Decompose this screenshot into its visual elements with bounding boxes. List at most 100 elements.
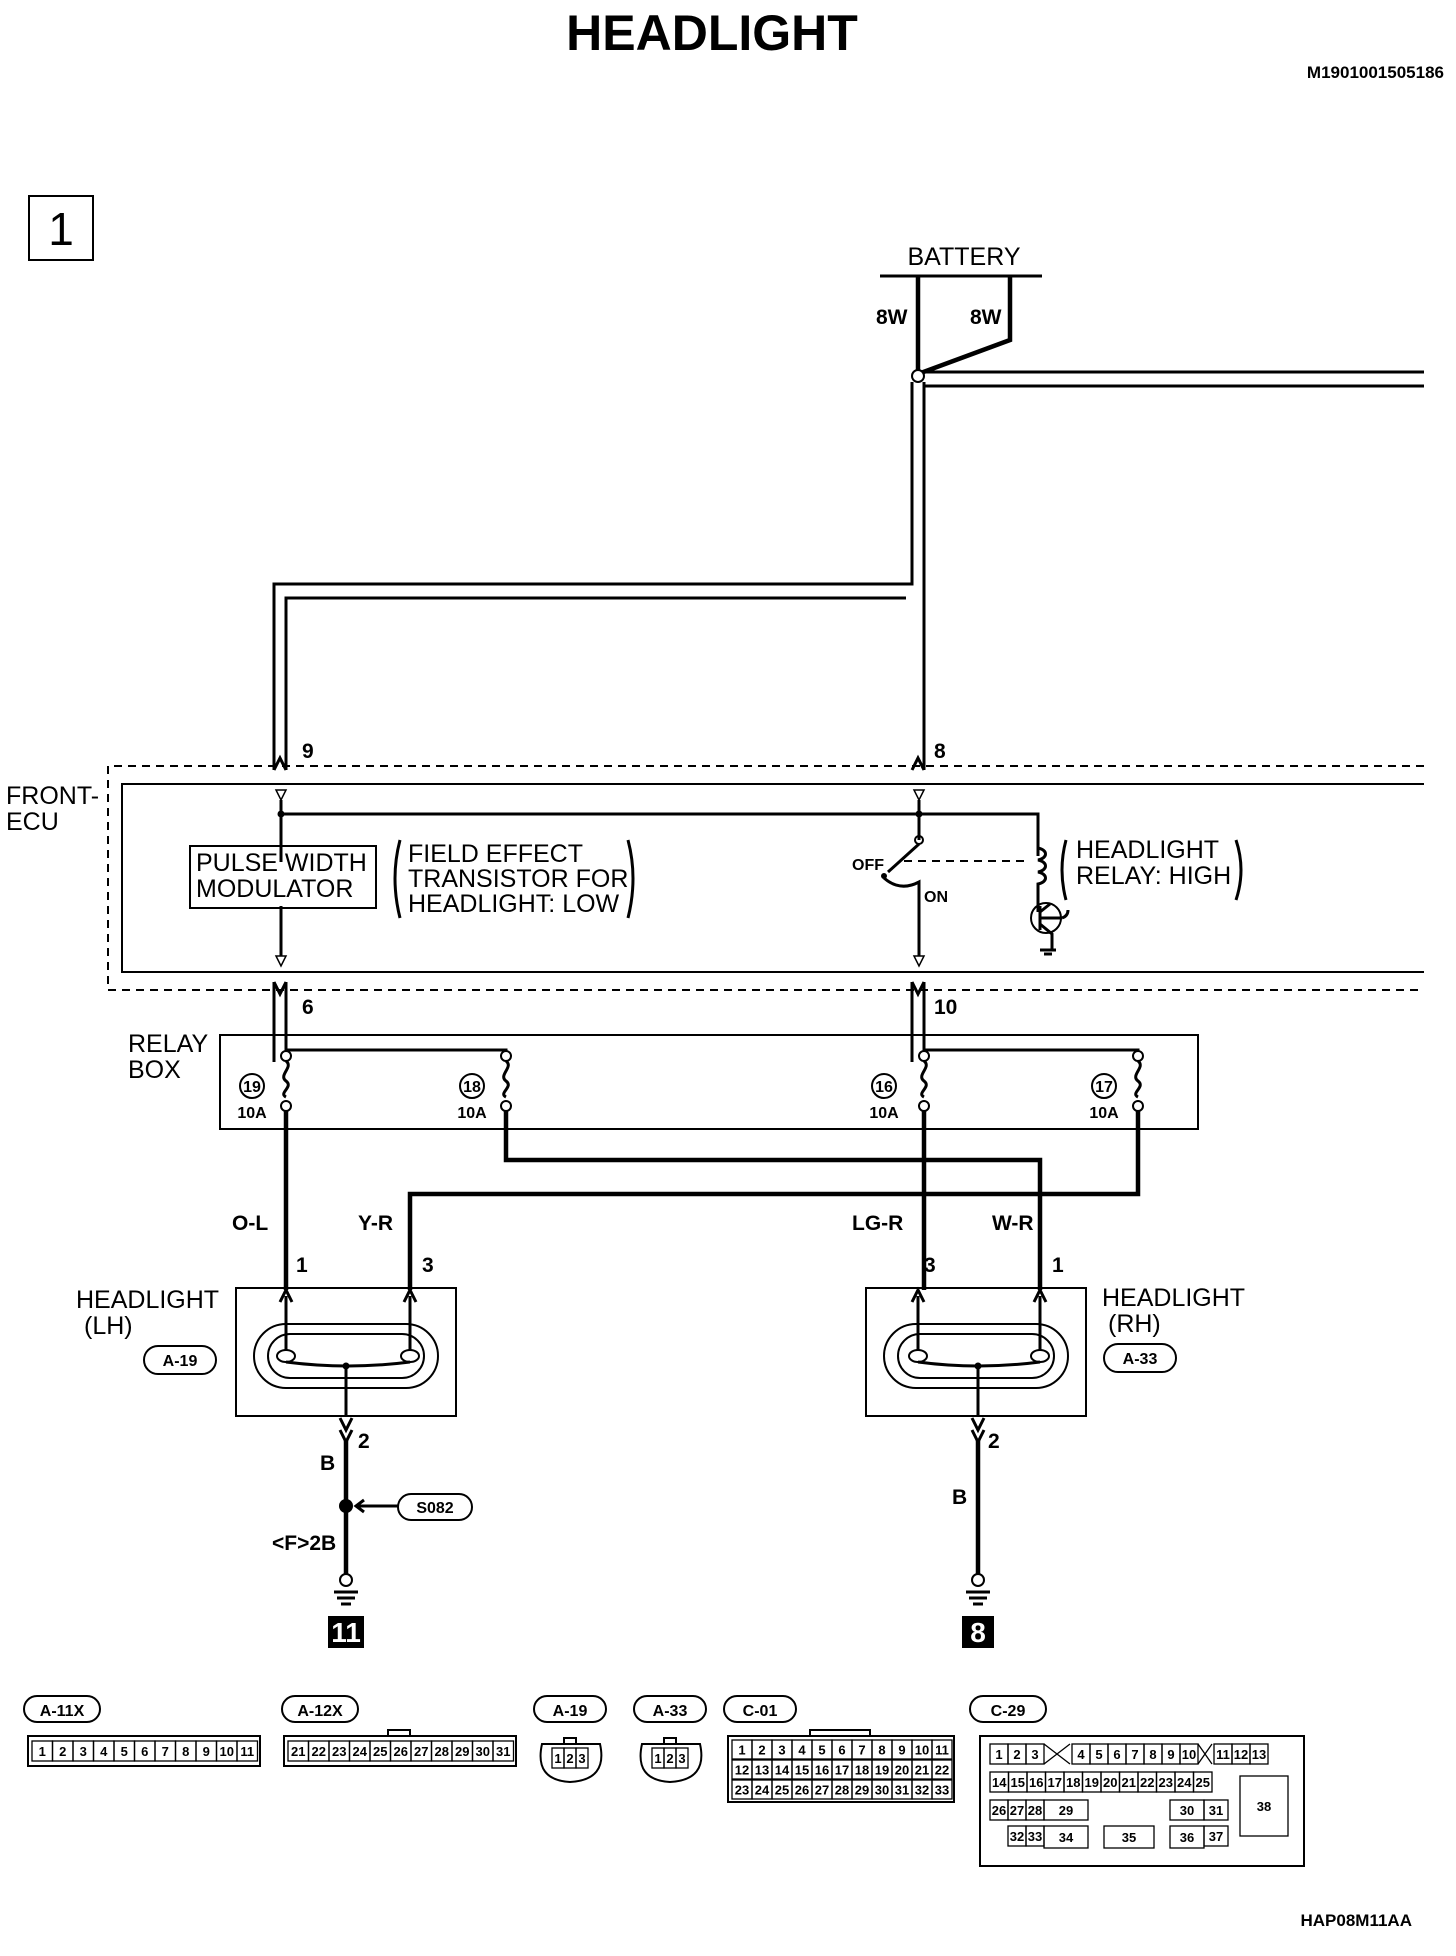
pin-number: 12: [1234, 1747, 1248, 1762]
headlight-lh-pin-ground: 2: [358, 1430, 370, 1453]
pin-number: 2: [666, 1751, 673, 1766]
pin-number: 25: [1196, 1775, 1210, 1790]
pin-number: 16: [815, 1763, 829, 1778]
pin-number: 29: [455, 1744, 469, 1759]
pin-number: 28: [1028, 1803, 1042, 1818]
fuse-16: 16 10A: [869, 1050, 930, 1122]
pin-number: 3: [678, 1751, 685, 1766]
pin-number: 3: [578, 1751, 585, 1766]
pin-number: 11: [240, 1744, 254, 1759]
pin-number: 10: [1182, 1747, 1196, 1762]
headlight-feed-wires: O-L Y-R LG-R W-R: [232, 1111, 1141, 1290]
pin-number: 27: [414, 1744, 428, 1759]
pin-number: 23: [332, 1744, 346, 1759]
fet-label-line1: FIELD EFFECT: [408, 840, 583, 868]
pin-number: 20: [1103, 1775, 1117, 1790]
headlight-rh-pin-high: 1: [1052, 1254, 1064, 1277]
pin-number: 1: [554, 1751, 561, 1766]
pin-number: 3: [778, 1743, 785, 1758]
headlight-rh-pin-ground: 2: [988, 1430, 1000, 1453]
connector-c-29-name: C-29: [991, 1703, 1026, 1720]
pin-number: 14: [992, 1775, 1007, 1790]
pin-number: 4: [798, 1743, 806, 1758]
headlight-lh-label-line2: (LH): [84, 1312, 133, 1340]
fuse-18: 18 10A: [457, 1050, 512, 1122]
pin-cell: [1043, 1825, 1089, 1849]
pin-number: 19: [1085, 1775, 1099, 1790]
wire-lh-low: O-L: [232, 1212, 268, 1235]
pin-number: 2: [59, 1744, 66, 1759]
pin-cell: [1192, 1771, 1213, 1793]
wire-rh-high: W-R: [992, 1212, 1034, 1235]
pin-number: 6: [1113, 1747, 1120, 1762]
pin-number: 3: [80, 1744, 87, 1759]
battery-wire-left: 8W: [876, 306, 908, 329]
footer-code: HAP08M11AA: [1301, 1911, 1413, 1930]
ground-rh-badge: [962, 1616, 994, 1648]
pin-number: 32: [915, 1783, 929, 1798]
battery-label: BATTERY: [908, 243, 1021, 271]
fet-label-line3: HEADLIGHT: LOW: [408, 890, 620, 918]
fuse-17-rating: 10A: [1089, 1105, 1119, 1122]
pin-number: 24: [353, 1744, 368, 1759]
fuse-17-number: 17: [1095, 1079, 1113, 1096]
pin-cell: [1025, 1743, 1045, 1765]
pin-number: 21: [915, 1763, 929, 1778]
pin-number: 22: [1140, 1775, 1154, 1790]
relay-label-line2: RELAY: HIGH: [1076, 862, 1231, 890]
fuse-17: 17 10A: [1089, 1050, 1144, 1122]
headlight-rh-pin-low: 3: [924, 1254, 936, 1277]
pin-cell: [1043, 1799, 1089, 1821]
pin-number: 7: [858, 1743, 865, 1758]
pin-number: 35: [1122, 1830, 1136, 1845]
pin-cell: [931, 1779, 953, 1800]
pin-number: 1: [654, 1751, 661, 1766]
page-number-box: 1: [28, 195, 94, 261]
pin-cell: [236, 1740, 259, 1762]
blank-cavity-mark: [1043, 1743, 1213, 1765]
headlight-lh-label-line1: HEADLIGHT: [76, 1286, 219, 1314]
pin-number: 22: [312, 1744, 326, 1759]
ground-lh: B <F>2B S082 11: [272, 1417, 473, 1648]
ground-rh-number: 8: [970, 1617, 986, 1648]
pin-number: 2: [566, 1751, 573, 1766]
relay-label-line1: HEADLIGHT: [1076, 836, 1219, 864]
wire-lh-high: Y-R: [358, 1212, 393, 1235]
pin-cell: [1203, 1825, 1229, 1847]
headlight-lh: HEADLIGHT (LH) A-19 1 3 2: [76, 1254, 457, 1453]
pin-number: 8: [1149, 1747, 1156, 1762]
fuse-19: 19 10A: [237, 1050, 292, 1122]
page-number: 1: [48, 203, 74, 255]
pin-number: 5: [1095, 1747, 1102, 1762]
pin-number: 13: [755, 1763, 769, 1778]
headlight-lh-connector: A-19: [163, 1353, 198, 1370]
pin-number: 11: [935, 1743, 949, 1758]
document-code: M1901001505186: [1307, 63, 1444, 82]
pin-number: 2: [758, 1743, 765, 1758]
connector-a-12x-name: A-12X: [297, 1703, 343, 1720]
pin-number: 25: [373, 1744, 387, 1759]
splice-label: S082: [416, 1500, 453, 1517]
ecu-pin-8: 8: [934, 740, 946, 763]
pin-number: 9: [203, 1744, 210, 1759]
wire-rh-low: LG-R: [852, 1212, 903, 1235]
pin-number: 34: [1059, 1830, 1074, 1845]
pin-cell: [575, 1747, 589, 1769]
pin-cell: [1179, 1743, 1199, 1765]
headlight-lh-pin-low: 1: [296, 1254, 308, 1277]
front-ecu: FRONT- ECU 9 8 6 10 PULSE WIDTH MODULATO…: [6, 740, 1424, 1019]
pin-number: 30: [875, 1783, 889, 1798]
battery-wire-right: 8W: [970, 306, 1002, 329]
battery-feed-harness: [272, 370, 1424, 770]
headlight-rh-label-line2: (RH): [1108, 1310, 1161, 1338]
connector-c-01-name: C-01: [743, 1703, 778, 1720]
switch-on-label: ON: [924, 889, 948, 906]
ground-lh-ref: <F>2B: [272, 1532, 336, 1555]
pin-number: 7: [1131, 1747, 1138, 1762]
